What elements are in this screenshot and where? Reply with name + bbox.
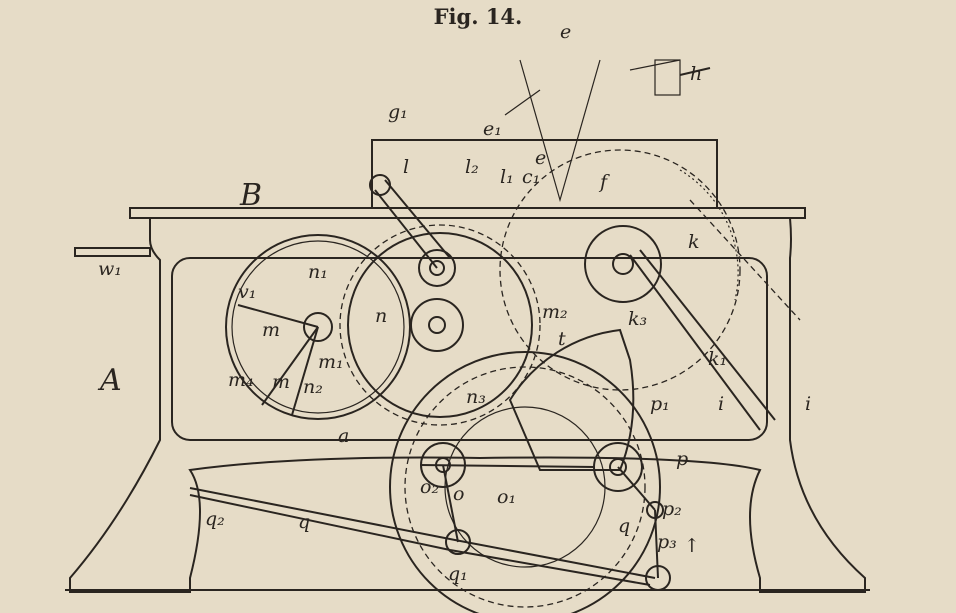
label-f: f xyxy=(598,171,610,193)
label-t: t xyxy=(558,328,566,350)
label-q2: q₂ xyxy=(205,508,225,530)
label-a: a xyxy=(338,425,349,447)
label-l2: l₂ xyxy=(465,156,479,178)
label-m4: m₄ xyxy=(228,369,254,391)
label-e1: e₁ xyxy=(483,118,502,140)
label-A: A xyxy=(97,363,122,398)
label-n1: n₁ xyxy=(308,261,328,283)
label-m: m xyxy=(262,319,280,341)
arrow-up-icon: ↑ xyxy=(684,535,700,557)
label-e: e xyxy=(560,21,571,43)
lever-assembly xyxy=(189,464,671,591)
label-q: q xyxy=(298,511,310,533)
label-p2: p₂ xyxy=(662,498,682,520)
label-n3: n₃ xyxy=(466,386,486,408)
label-m2: m₂ xyxy=(542,301,568,323)
label-v1: v₁ xyxy=(238,281,256,303)
figure-title: Fig. 14. xyxy=(433,4,523,29)
label-k3: k₃ xyxy=(628,308,647,330)
label-B: B xyxy=(239,178,262,213)
label-i: i xyxy=(718,393,724,415)
label-n: n xyxy=(375,305,387,327)
gear-wheels xyxy=(225,59,801,613)
machine-frame xyxy=(65,139,870,593)
label-q-right: q xyxy=(618,515,630,537)
label-p: p xyxy=(676,448,688,470)
figure-labels: e h g₁ e₁ e c₁ f l l₂ l₁ B k w₁ n₁ v₁ m … xyxy=(97,21,811,585)
label-k1: k₁ xyxy=(708,348,727,370)
label-p3: p₃ xyxy=(657,531,677,553)
label-q1: q₁ xyxy=(448,563,468,585)
label-k: k xyxy=(688,231,700,253)
label-m-lower: m xyxy=(272,371,290,393)
label-l: l xyxy=(403,156,409,178)
label-i-right: i xyxy=(805,393,811,415)
label-m1: m₁ xyxy=(318,351,344,373)
label-h: h xyxy=(690,63,702,85)
label-o2: o₂ xyxy=(420,476,439,498)
label-n2: n₂ xyxy=(303,376,323,398)
label-g1: g₁ xyxy=(388,101,408,123)
label-c1: c₁ xyxy=(522,166,540,188)
label-e-lower: e xyxy=(535,147,546,169)
label-p1: p₁ xyxy=(650,393,670,415)
label-o1: o₁ xyxy=(497,486,516,508)
label-w1: w₁ xyxy=(98,258,122,280)
label-o: o xyxy=(453,483,464,505)
label-l1: l₁ xyxy=(500,166,514,188)
